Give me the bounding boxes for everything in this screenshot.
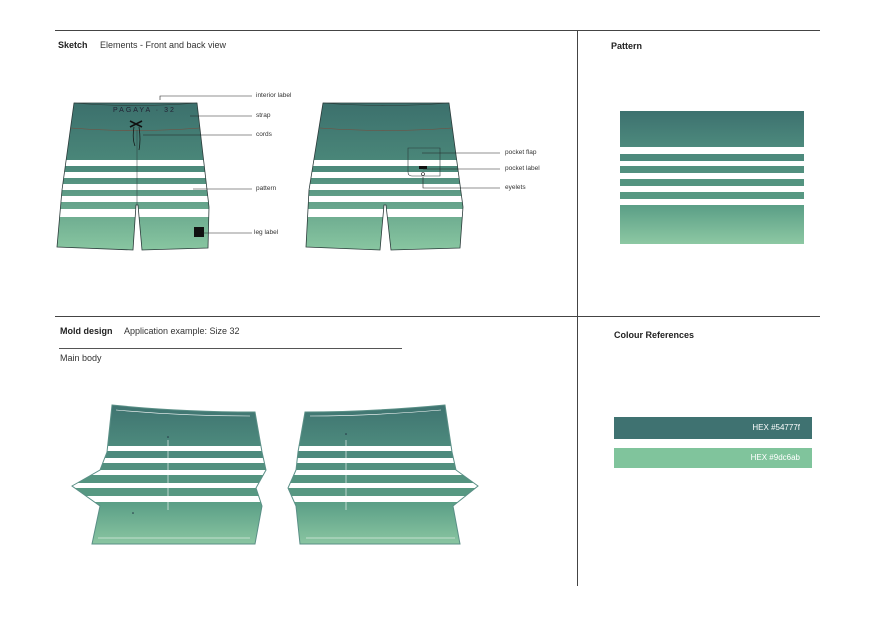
- mold-title: Mold design: [60, 326, 113, 336]
- colour-references-title: Colour References: [614, 330, 695, 340]
- vertical-divider: [577, 30, 578, 586]
- sketch-subtitle: Elements - Front and back view: [100, 40, 227, 50]
- sketch-title: Sketch: [58, 40, 88, 50]
- mold-subtitle: Application example: Size 32: [124, 326, 240, 336]
- colour-swatch-light-label: HEX #9dc6ab: [750, 453, 800, 462]
- callout-pocket-label: pocket label: [505, 165, 540, 172]
- colour-swatch-dark-label: HEX #54777f: [752, 423, 800, 432]
- shorts-brand-text: PAGAYA · 32: [113, 107, 176, 114]
- main-body-label: Main body: [60, 353, 102, 363]
- top-rule: [55, 30, 820, 31]
- callout-strap: strap: [256, 112, 271, 119]
- callout-interior-label: interior label: [256, 92, 292, 99]
- callout-eyelets: eyelets: [505, 184, 526, 191]
- pattern-title: Pattern: [611, 41, 643, 51]
- callout-pocket-flap: pocket flap: [505, 149, 537, 156]
- colour-swatch-light: HEX #9dc6ab: [614, 448, 812, 468]
- callout-cords: cords: [256, 131, 272, 138]
- middle-rule: [55, 316, 820, 317]
- callout-leg-label: leg label: [254, 229, 279, 236]
- colour-swatch-dark: HEX #54777f: [614, 417, 812, 439]
- callout-pattern: pattern: [256, 185, 277, 192]
- mold-underline: [59, 348, 402, 349]
